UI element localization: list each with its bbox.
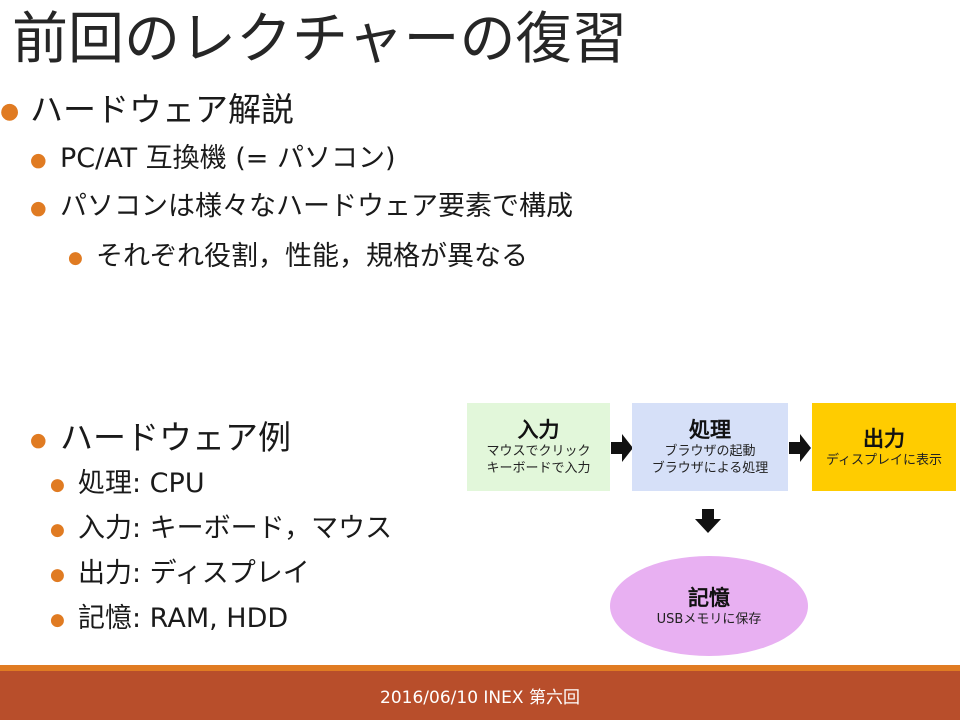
bullet-dot: ● xyxy=(50,609,65,630)
diagram-output-box: 出力 ディスプレイに表示 xyxy=(812,403,956,491)
bullet-hardware: ● ハードウェア解説 xyxy=(0,88,294,134)
bullet-pcat: ● PC/AT 互換機 (= パソコン) xyxy=(30,141,396,178)
bullet-examples: ● ハードウェア例 xyxy=(30,416,291,462)
bullet-text: それぞれ役割，性能，規格が異なる xyxy=(96,241,528,272)
diagram-input-box: 入力 マウスでクリック キーボードで入力 xyxy=(467,403,610,491)
diagram-input-label: 入力 xyxy=(517,418,560,442)
arrow-right-icon xyxy=(789,434,811,462)
slide-title: 前回のレクチャーの復習 xyxy=(12,7,628,72)
bullet-roles: ● それぞれ役割，性能，規格が異なる xyxy=(68,239,528,276)
bullet-text: パソコンは様々なハードウェア要素で構成 xyxy=(60,191,573,222)
bullet-text: 記憶: RAM, HDD xyxy=(78,603,289,634)
diagram-input-line1: マウスでクリック xyxy=(486,444,591,459)
diagram-output-label: 出力 xyxy=(863,426,905,451)
bullet-output: ● 出力: ディスプレイ xyxy=(50,556,310,593)
bullet-text: ハードウェア例 xyxy=(60,418,291,457)
bullet-process: ● 処理: CPU xyxy=(50,466,205,503)
arrow-down-icon xyxy=(695,509,721,533)
diagram-process-line2: ブラウザによる処理 xyxy=(651,461,769,476)
diagram-process-label: 処理 xyxy=(689,418,731,442)
footer-accent-line xyxy=(0,665,960,671)
bullet-dot: ● xyxy=(68,247,83,268)
bullet-dot: ● xyxy=(30,428,47,451)
bullet-dot: ● xyxy=(0,98,20,124)
bullet-text: ハードウェア解説 xyxy=(30,90,294,129)
footer-bar: 2016/06/10 INEX 第六回 xyxy=(0,671,960,720)
diagram-memory-line1: USBメモリに保存 xyxy=(656,611,762,627)
bullet-dot: ● xyxy=(50,519,65,540)
footer-text: 2016/06/10 INEX 第六回 xyxy=(380,688,580,708)
bullet-dot: ● xyxy=(30,148,47,171)
bullet-text: 入力: キーボード，マウス xyxy=(78,513,393,544)
diagram-memory-ellipse: 記憶 USBメモリに保存 xyxy=(610,556,808,656)
bullet-text: 出力: ディスプレイ xyxy=(78,558,310,589)
bullet-text: PC/AT 互換機 (= パソコン) xyxy=(60,143,396,174)
bullet-dot: ● xyxy=(50,564,65,585)
diagram-output-line1: ディスプレイに表示 xyxy=(825,452,943,468)
bullet-text: 処理: CPU xyxy=(78,468,205,499)
bullet-input: ● 入力: キーボード，マウス xyxy=(50,511,392,548)
diagram-process-line1: ブラウザの起動 xyxy=(664,444,756,459)
arrow-right-icon xyxy=(611,434,633,462)
bullet-dot: ● xyxy=(50,474,65,495)
diagram-input-line2: キーボードで入力 xyxy=(486,461,591,476)
bullet-memory: ● 記憶: RAM, HDD xyxy=(50,601,288,638)
bullet-composed: ● パソコンは様々なハードウェア要素で構成 xyxy=(30,189,573,226)
diagram-memory-label: 記憶 xyxy=(688,585,730,610)
diagram-process-box: 処理 ブラウザの起動 ブラウザによる処理 xyxy=(632,403,788,491)
bullet-dot: ● xyxy=(30,196,47,219)
